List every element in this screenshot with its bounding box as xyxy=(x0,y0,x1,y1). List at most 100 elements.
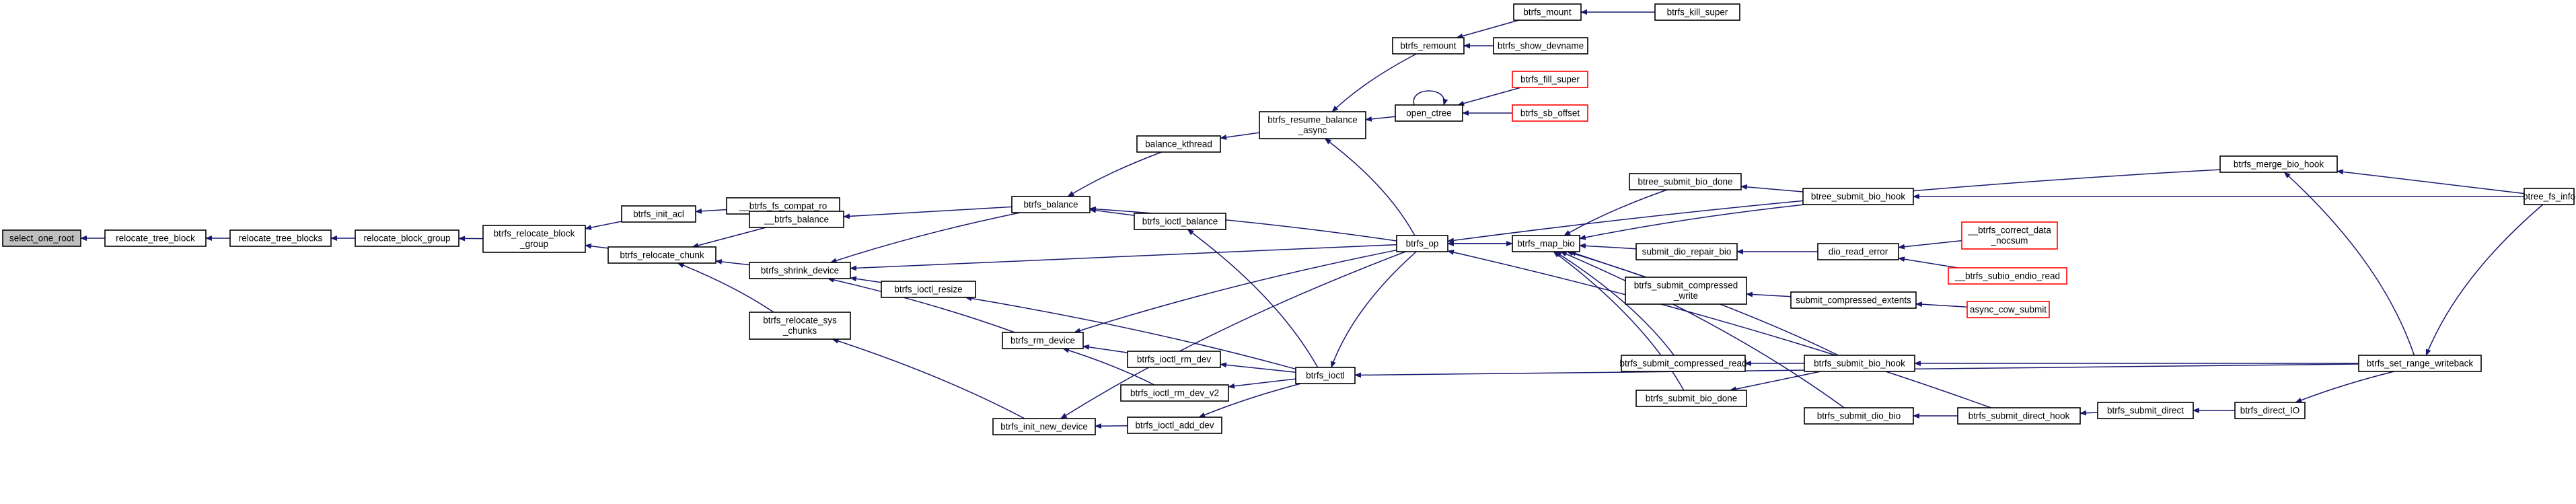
node-label: btrfs_kill_super xyxy=(1667,7,1728,17)
node-btrfs_submit_compressed_read[interactable]: btrfs_submit_compressed_read xyxy=(1619,355,1747,372)
node-btrfs_submit_direct_hook[interactable]: btrfs_submit_direct_hook xyxy=(1957,407,2081,425)
node-label: btrfs_resume_balance xyxy=(1267,115,1358,125)
node-label: _write xyxy=(1673,291,1698,301)
node-btrfs_relocate_sys_chunks[interactable]: btrfs_relocate_sys_chunks xyxy=(749,312,851,340)
node-box xyxy=(1957,407,2081,425)
node-label: btrfs_ioctl_add_dev xyxy=(1135,420,1214,430)
node-box xyxy=(2219,155,2338,173)
node-box xyxy=(2358,355,2482,372)
node-label: btrfs_op xyxy=(1406,238,1439,248)
edge-btrfs_op-to-btrfs_rm_device xyxy=(1074,249,1397,334)
node-box xyxy=(1120,384,1229,402)
node-label: dio_read_error xyxy=(1829,246,1888,256)
edge-btrfs_remount-to-btrfs_resume_balance_async xyxy=(1331,53,1417,112)
node-label: balance_kthread xyxy=(1145,139,1212,149)
node-btrfs_ioctl_rm_dev[interactable]: btrfs_ioctl_rm_dev xyxy=(1127,351,1221,368)
node-btrfs_submit_dio_bio[interactable]: btrfs_submit_dio_bio xyxy=(1804,407,1914,425)
node-btrfs_relocate_chunk[interactable]: btrfs_relocate_chunk xyxy=(608,246,716,264)
node-btrfs_submit_bio_hook[interactable]: btrfs_submit_bio_hook xyxy=(1804,355,1915,372)
edge-async_cow_submit-to-submit_compressed_extents xyxy=(1915,301,1968,308)
node-submit_dio_repair_bio[interactable]: submit_dio_repair_bio xyxy=(1635,243,1738,260)
node-btrfs_sb_offset[interactable]: btrfs_sb_offset xyxy=(1512,104,1588,122)
node-btrfs_init_acl[interactable]: btrfs_init_acl xyxy=(621,205,696,223)
node-btrfs_relocate_block_group[interactable]: btrfs_relocate_block_group xyxy=(482,225,586,253)
node-label: __btrfs_subio_endio_read xyxy=(1954,271,2060,281)
node-btrfs_subio_endio_read[interactable]: __btrfs_subio_endio_read xyxy=(1948,267,2067,285)
node-label: btree_fs_info xyxy=(2523,191,2575,201)
node-btrfs_kill_super[interactable]: btrfs_kill_super xyxy=(1654,3,1740,21)
node-balance_kthread[interactable]: balance_kthread xyxy=(1136,135,1221,153)
node-label: btrfs_ioctl xyxy=(1306,370,1345,380)
node-box xyxy=(2234,402,2306,419)
node-btrfs_op[interactable]: btrfs_op xyxy=(1396,235,1448,252)
node-box xyxy=(1512,104,1588,122)
edge-btrfs_ioctl-to-btrfs_ioctl_rm_dev xyxy=(1220,362,1296,373)
node-btree_submit_bio_done[interactable]: btree_submit_bio_done xyxy=(1629,173,1742,190)
node-box xyxy=(104,229,207,247)
node-box xyxy=(355,229,459,247)
node-select_one_root[interactable]: select_one_root xyxy=(2,229,81,247)
node-btrfs_submit_bio_done[interactable]: btrfs_submit_bio_done xyxy=(1635,390,1747,407)
node-label: btrfs_submit_direct_hook xyxy=(1968,410,2070,421)
edge-btrfs_set_range_writeback-to-btrfs_direct_IO xyxy=(2295,371,2394,403)
node-box xyxy=(1802,188,1914,205)
node-btree_fs_info[interactable]: btree_fs_info xyxy=(2523,188,2575,205)
node-box xyxy=(1512,71,1588,88)
node-label: btrfs_submit_bio_hook xyxy=(1814,358,1905,368)
edge-btree_submit_bio_hook-to-btree_submit_bio_done xyxy=(1740,184,1804,192)
edge-btrfs_submit_dio_bio-to-btrfs_map_bio xyxy=(1559,251,1845,408)
node-btrfs_map_bio[interactable]: btrfs_map_bio xyxy=(1512,235,1580,252)
node-async_cow_submit[interactable]: async_cow_submit xyxy=(1966,301,2050,318)
node-box xyxy=(992,418,1096,435)
node-btrfs_remount[interactable]: btrfs_remount xyxy=(1392,37,1465,55)
node-label: _chunks xyxy=(782,326,817,336)
node-box xyxy=(2,229,81,247)
node-dio_read_error[interactable]: dio_read_error xyxy=(1817,243,1899,260)
node-btrfs_ioctl_resize[interactable]: btrfs_ioctl_resize xyxy=(881,281,976,298)
node-box xyxy=(749,211,844,228)
node-btrfs_ioctl_rm_dev_v2[interactable]: btrfs_ioctl_rm_dev_v2 xyxy=(1120,384,1229,402)
node-relocate_tree_block[interactable]: relocate_tree_block xyxy=(104,229,207,247)
node-label: btrfs_ioctl_rm_dev_v2 xyxy=(1130,388,1219,398)
edge-btrfs_submit_direct-to-btrfs_submit_direct_hook xyxy=(2080,410,2098,416)
node-btrfs_submit_direct[interactable]: btrfs_submit_direct xyxy=(2097,402,2194,419)
node-label: relocate_tree_block xyxy=(116,233,195,243)
node-box xyxy=(621,205,696,223)
node-label: btrfs_sb_offset xyxy=(1520,108,1580,118)
node-btrfs_set_range_writeback[interactable]: btrfs_set_range_writeback xyxy=(2358,355,2482,372)
node-btrfs_correct_data_nocsum[interactable]: __btrfs_correct_data_nocsum xyxy=(1961,221,2058,250)
node-box xyxy=(1621,355,1746,372)
node-btrfs_rm_device[interactable]: btrfs_rm_device xyxy=(1002,332,1084,349)
node-btrfs_resume_balance_async[interactable]: btrfs_resume_balance_async xyxy=(1259,111,1366,139)
node-btrfs_mount[interactable]: btrfs_mount xyxy=(1513,3,1582,21)
node-btrfs_balance[interactable]: btrfs_balance xyxy=(1011,196,1091,213)
node-btrfs_merge_bio_hook[interactable]: btrfs_merge_bio_hook xyxy=(2219,155,2338,173)
node-relocate_block_group[interactable]: relocate_block_group xyxy=(355,229,459,247)
node-btrfs_ioctl[interactable]: btrfs_ioctl xyxy=(1295,367,1356,384)
node-btrfs_ioctl_balance[interactable]: btrfs_ioctl_balance xyxy=(1134,213,1226,230)
node-btrfs_ioctl_add_dev[interactable]: btrfs_ioctl_add_dev xyxy=(1127,417,1222,434)
node-btrfs_fill_super[interactable]: btrfs_fill_super xyxy=(1512,71,1588,88)
node-label: btrfs_submit_compressed_read xyxy=(1619,358,1746,368)
node-box xyxy=(1817,243,1899,260)
node-box xyxy=(1804,407,1914,425)
edge-btrfs_op-to-btrfs_resume_balance_async xyxy=(1324,138,1415,236)
node-box xyxy=(1804,355,1915,372)
node-__btrfs_balance[interactable]: __btrfs_balance xyxy=(749,211,844,228)
node-btrfs_init_new_device[interactable]: btrfs_init_new_device xyxy=(992,418,1096,435)
node-submit_compressed_extents[interactable]: submit_compressed_extents xyxy=(1790,291,1917,309)
node-btrfs_show_devname[interactable]: btrfs_show_devname xyxy=(1493,37,1588,55)
node-box xyxy=(1629,173,1742,190)
node-open_ctree[interactable]: open_ctree xyxy=(1395,104,1463,122)
edge-btrfs_ioctl-to-btrfs_ioctl_balance xyxy=(1187,229,1319,368)
node-btrfs_shrink_device[interactable]: btrfs_shrink_device xyxy=(749,262,851,279)
node-btrfs_direct_IO[interactable]: btrfs_direct_IO xyxy=(2234,402,2306,419)
edge-btrfs_ioctl-to-btrfs_ioctl_add_dev xyxy=(1198,383,1301,418)
node-btree_submit_bio_hook[interactable]: btree_submit_bio_hook xyxy=(1802,188,1914,205)
edge-btrfs_set_range_writeback-to-btrfs_merge_bio_hook xyxy=(2283,172,2415,356)
node-box xyxy=(2097,402,2194,419)
node-box xyxy=(1395,104,1463,122)
node-relocate_tree_blocks[interactable]: relocate_tree_blocks xyxy=(229,229,332,247)
node-label: btrfs_relocate_sys xyxy=(763,316,837,326)
node-btrfs_submit_compressed_write[interactable]: btrfs_submit_compressed_write xyxy=(1625,277,1747,305)
